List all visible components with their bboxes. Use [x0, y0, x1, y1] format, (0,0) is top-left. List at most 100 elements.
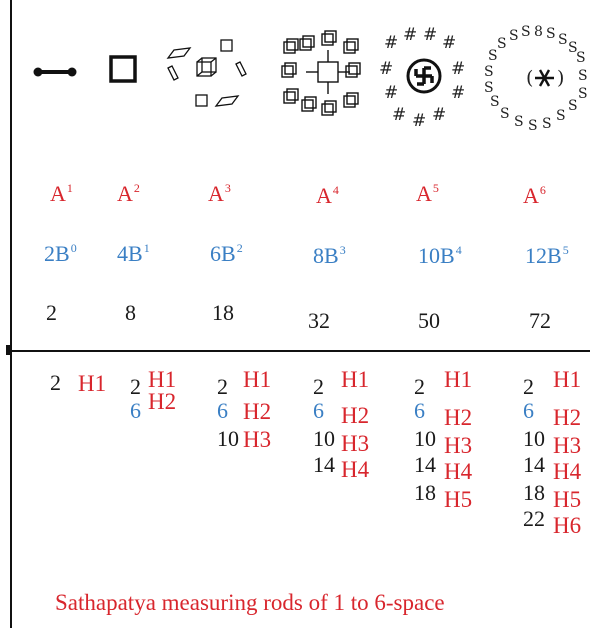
b-label-2: 4B1	[117, 241, 150, 266]
h-count: 14	[523, 452, 545, 477]
h-count: 10	[217, 426, 239, 451]
h-count: 10	[523, 426, 545, 451]
h-count: 14	[414, 452, 436, 477]
left-border	[10, 0, 12, 628]
h-count: 2	[414, 374, 425, 399]
a-label-5: A5	[416, 181, 439, 206]
section-divider-tick	[6, 345, 12, 355]
hash-swastika-5-space-icon: ### ### ## ###	[379, 25, 465, 131]
h-count: 2	[50, 370, 61, 395]
svg-text:S: S	[488, 48, 498, 64]
cube-3-space-icon	[166, 39, 247, 107]
h-label: H1	[148, 367, 177, 392]
h-label: H2	[148, 389, 177, 414]
svg-text:S: S	[484, 80, 494, 96]
a-label-1: A1	[50, 181, 73, 206]
svg-text:S: S	[500, 106, 510, 122]
svg-text:S: S	[514, 114, 524, 130]
svg-text:S: S	[546, 26, 556, 42]
h-count: 6	[130, 398, 141, 423]
h-count: 2	[313, 374, 324, 399]
count-6: 72	[529, 308, 551, 333]
rod-1-space-icon	[33, 67, 77, 77]
h-label: H3	[553, 433, 582, 458]
h-label: H1	[444, 367, 473, 392]
h-count: 22	[523, 506, 545, 531]
svg-text:(: (	[526, 67, 533, 89]
b-label-1: 2B0	[44, 241, 77, 266]
b-label-3: 6B2	[210, 241, 243, 266]
h-count: 2	[217, 374, 228, 399]
svg-text:#: #	[379, 59, 393, 79]
h-count: 6	[523, 398, 534, 423]
count-1: 2	[46, 300, 57, 325]
h-label: H3	[243, 427, 272, 452]
h-label: H2	[553, 405, 582, 430]
svg-text:#: #	[442, 33, 456, 53]
section-divider	[8, 350, 590, 352]
svg-text:S: S	[576, 50, 586, 66]
svg-text:S: S	[578, 86, 588, 102]
h-label: H4	[444, 459, 473, 484]
count-2: 8	[125, 300, 136, 325]
h-label: H5	[553, 487, 582, 512]
svg-text:): )	[557, 67, 564, 89]
svg-text:#: #	[432, 105, 446, 125]
h-count: 6	[217, 398, 228, 423]
h-label: H5	[444, 487, 473, 512]
svg-text:#: #	[451, 83, 465, 103]
h-count: 10	[414, 426, 436, 451]
count-5: 50	[418, 308, 440, 333]
h-label: H1	[243, 367, 272, 392]
svg-text:S: S	[521, 24, 531, 40]
svg-text:S: S	[484, 64, 494, 80]
h-count: 2	[523, 374, 534, 399]
h-label: H1	[341, 367, 370, 392]
count-3: 18	[212, 300, 234, 325]
h-count: 2	[130, 374, 141, 399]
cube-cluster-4-space-icon	[281, 30, 361, 116]
svg-text:#: #	[392, 105, 406, 125]
svg-text:8: 8	[534, 24, 543, 40]
h-count: 18	[414, 480, 436, 505]
svg-text:S: S	[568, 40, 578, 56]
svg-text:#: #	[451, 59, 465, 79]
svg-text:S: S	[528, 118, 538, 134]
a-label-6: A6	[523, 183, 546, 208]
h-label: H4	[553, 459, 582, 484]
a-label-4: A4	[316, 183, 339, 208]
h-label: H2	[444, 405, 473, 430]
h-label: H1	[553, 367, 582, 392]
b-label-6: 12B5	[525, 243, 569, 268]
b-label-5: 10B4	[418, 243, 462, 268]
square-2-space-icon	[109, 55, 137, 83]
h-label: H3	[444, 433, 473, 458]
svg-text:#: #	[412, 111, 426, 131]
svg-text:S: S	[490, 94, 500, 110]
h-label: H2	[341, 403, 370, 428]
h-count: 6	[313, 398, 324, 423]
h-label: H3	[341, 431, 370, 456]
svg-text:S: S	[497, 36, 507, 52]
svg-text:S: S	[568, 98, 578, 114]
h-count: 6	[414, 398, 425, 423]
a-label-2: A2	[117, 181, 140, 206]
h-label: H4	[341, 457, 370, 482]
caption: Sathapatya measuring rods of 1 to 6-spac…	[55, 590, 445, 615]
a-label-3: A3	[208, 181, 231, 206]
svg-text:S: S	[556, 108, 566, 124]
svg-text:S: S	[509, 28, 519, 44]
svg-text:S: S	[542, 116, 552, 132]
svg-text:S: S	[558, 32, 568, 48]
b-label-4: 8B3	[313, 243, 346, 268]
svg-text:#: #	[423, 25, 437, 45]
h-count: 10	[313, 426, 335, 451]
h-label: H1	[78, 371, 107, 396]
h-label: H6	[553, 513, 582, 538]
h-label: H2	[243, 399, 272, 424]
svg-text:#: #	[384, 83, 398, 103]
svg-text:#: #	[384, 33, 398, 53]
count-4: 32	[308, 308, 330, 333]
